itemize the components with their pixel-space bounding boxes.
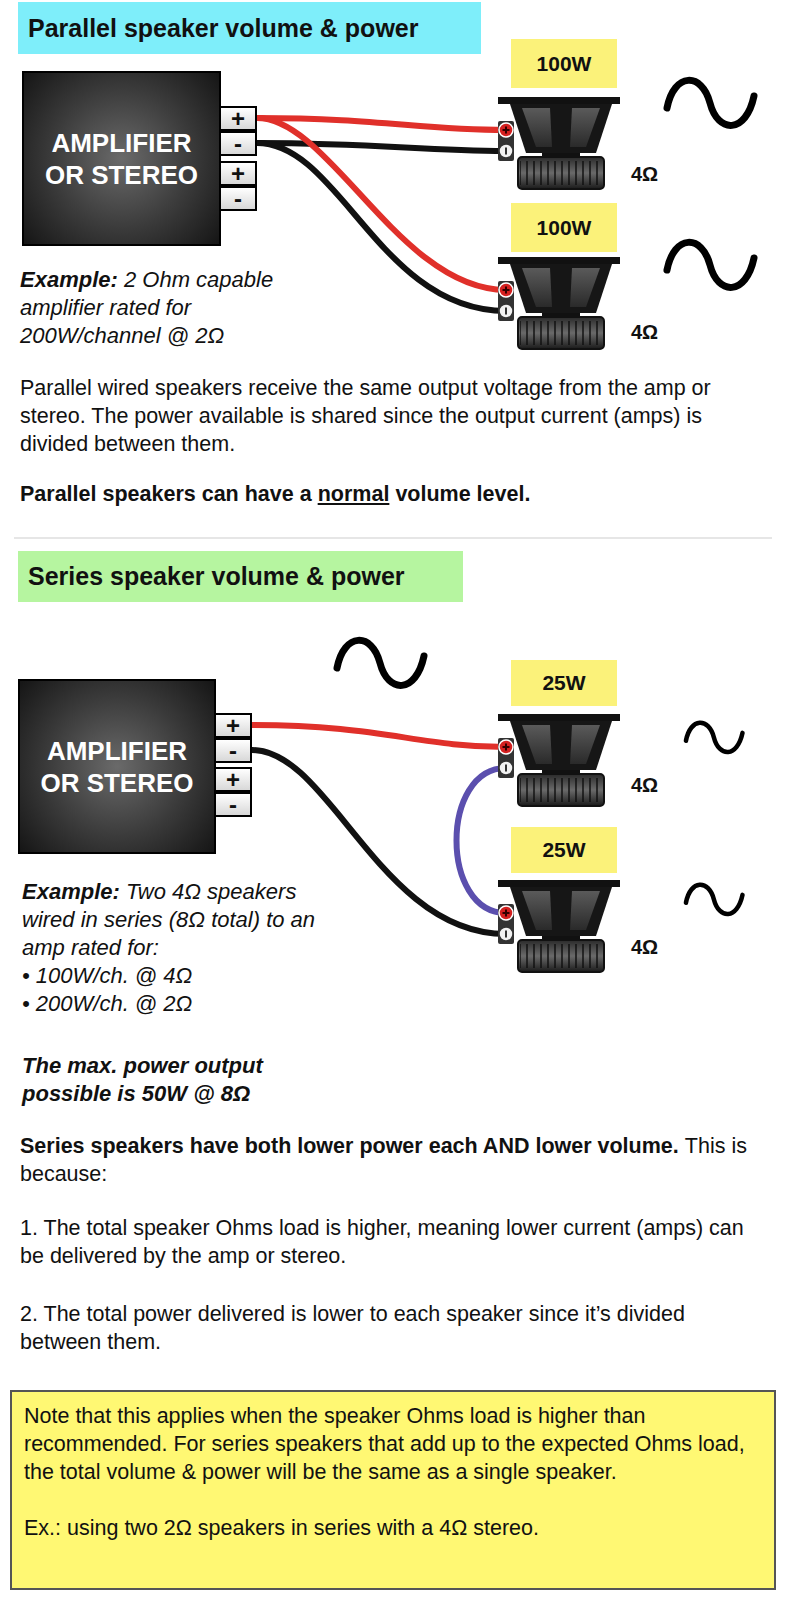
- node-text: 25W: [542, 671, 585, 695]
- power-tag: 100W: [511, 203, 617, 252]
- label-text: The max. power output possible is 50W @ …: [22, 1053, 263, 1106]
- node-text: 100W: [537, 216, 592, 240]
- speaker: [498, 97, 620, 189]
- power-tag: 25W: [511, 827, 617, 873]
- node-text: Parallel speaker volume & power: [28, 14, 418, 43]
- node-example-text: Ex.: using two 2Ω speakers in series wit…: [24, 1514, 539, 1542]
- text-paragraph: 4Ω: [631, 160, 691, 188]
- node-text: -: [234, 189, 242, 209]
- text-paragraph: Parallel wired speakers receive the same…: [20, 374, 768, 458]
- label-text: 2. The total power delivered is lower to…: [20, 1302, 685, 1354]
- text-paragraph: Parallel speakers can have anormalvolume…: [20, 480, 768, 508]
- sine-wave: [667, 80, 754, 125]
- label-text: normal: [318, 482, 390, 506]
- node-text: Note that this applies when the speaker …: [24, 1402, 762, 1486]
- node-text: -: [229, 795, 237, 815]
- label-text: Parallel wired speakers receive the same…: [20, 376, 711, 456]
- node-text: +: [231, 109, 245, 129]
- red-wire: [257, 118, 506, 290]
- label-text: Parallel speakers can have a: [20, 482, 312, 506]
- label-text: • 100W/ch. @ 4Ω: [22, 962, 332, 990]
- node-text: +: [226, 716, 240, 736]
- node-text: Series speaker volume & power: [28, 562, 405, 591]
- speaker: [498, 257, 620, 349]
- amplifier-box: AMPLIFIER OR STEREO: [18, 679, 216, 854]
- divider-line: [14, 537, 772, 539]
- node-text: 100W: [537, 52, 592, 76]
- note-box: Note that this applies when the speaker …: [10, 1390, 776, 1590]
- text-paragraph: 4Ω: [631, 933, 691, 961]
- node-text: +: [226, 770, 240, 790]
- label-text: 4Ω: [631, 321, 658, 343]
- label-text: 4Ω: [631, 936, 658, 958]
- terminal: +: [214, 767, 252, 792]
- terminal: -: [219, 131, 257, 156]
- node-text: -: [234, 134, 242, 154]
- sine-wave: [667, 242, 754, 287]
- small-sine-wave: [686, 885, 743, 914]
- terminal: +: [219, 106, 257, 131]
- red-wire: [252, 725, 506, 747]
- text-paragraph: Example:2 Ohm capable amplifier rated fo…: [20, 266, 330, 350]
- label-text: 4Ω: [631, 163, 658, 185]
- label-text: 4Ω: [631, 774, 658, 796]
- label-text: 1. The total speaker Ohms load is higher…: [20, 1216, 744, 1268]
- label-text: Example:: [20, 267, 118, 292]
- terminal: -: [214, 738, 252, 763]
- terminal: +: [219, 161, 257, 186]
- purple-jumper-wire: [457, 768, 507, 913]
- section-heading: Parallel speaker volume & power: [18, 2, 481, 54]
- section-heading: Series speaker volume & power: [18, 551, 463, 602]
- black-wire: [252, 750, 506, 934]
- node-text: +: [231, 164, 245, 184]
- terminal: -: [214, 792, 252, 817]
- terminal: -: [219, 186, 257, 211]
- text-paragraph: 1. The total speaker Ohms load is higher…: [20, 1214, 770, 1270]
- text-paragraph: 4Ω: [631, 318, 691, 346]
- label-text: Series speakers have both lower power ea…: [20, 1134, 679, 1158]
- node-text: -: [229, 741, 237, 761]
- label-text: Example:: [22, 879, 120, 904]
- label-text: volume level.: [395, 482, 530, 506]
- black-wire: [257, 143, 506, 151]
- sine-wave: [337, 640, 424, 685]
- power-tag: 25W: [511, 660, 617, 706]
- text-paragraph: 4Ω: [631, 771, 691, 799]
- text-paragraph: Example:Two 4Ω speakers wired in series …: [22, 878, 332, 1018]
- text-paragraph: 2. The total power delivered is lower to…: [20, 1300, 770, 1356]
- speaker: [498, 880, 620, 972]
- node-text: 25W: [542, 838, 585, 862]
- amplifier-box: AMPLIFIER OR STEREO: [22, 71, 221, 246]
- text-paragraph: Series speakers have both lower power ea…: [20, 1132, 770, 1188]
- label-text: • 200W/ch. @ 2Ω: [22, 990, 332, 1018]
- small-sine-wave: [686, 723, 743, 752]
- node-text: AMPLIFIER OR STEREO: [26, 735, 208, 799]
- power-tag: 100W: [511, 39, 617, 88]
- speaker: [498, 714, 620, 806]
- terminal: +: [214, 713, 252, 738]
- text-paragraph: The max. power output possible is 50W @ …: [22, 1052, 332, 1108]
- node-text: AMPLIFIER OR STEREO: [30, 127, 213, 191]
